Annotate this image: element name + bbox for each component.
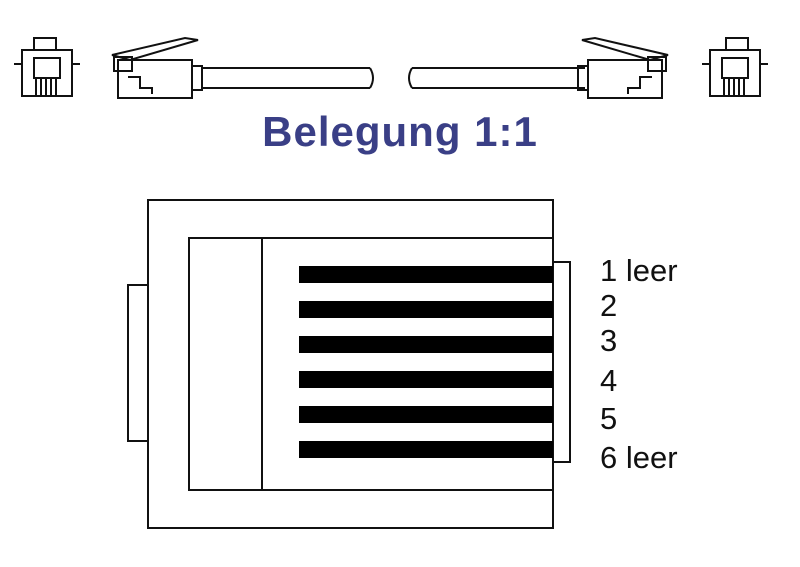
pin-label-3: 3 [600, 323, 618, 358]
pin-label-6: 6 leer [600, 440, 678, 475]
contact-6 [299, 441, 553, 458]
cable-left-segment [202, 67, 374, 89]
left-plug-side-icon [111, 36, 203, 99]
contact-5 [299, 406, 553, 423]
contact-1 [299, 266, 553, 283]
pin-label-4: 4 [600, 363, 618, 398]
right-plug-front-icon [702, 37, 768, 97]
left-plug-front-icon [14, 37, 80, 97]
contact-2 [299, 301, 553, 318]
cable-right-segment [408, 67, 585, 89]
contact-4 [299, 371, 553, 388]
connector-body [127, 199, 571, 529]
pin-label-5: 5 [600, 401, 618, 436]
diagram-title: Belegung 1:1 [262, 108, 538, 155]
pin-label-2: 2 [600, 288, 618, 323]
contact-3 [299, 336, 553, 353]
right-plug-side-icon [577, 36, 669, 99]
pin-label-1: 1 leer [600, 253, 678, 288]
contacts [299, 266, 553, 458]
